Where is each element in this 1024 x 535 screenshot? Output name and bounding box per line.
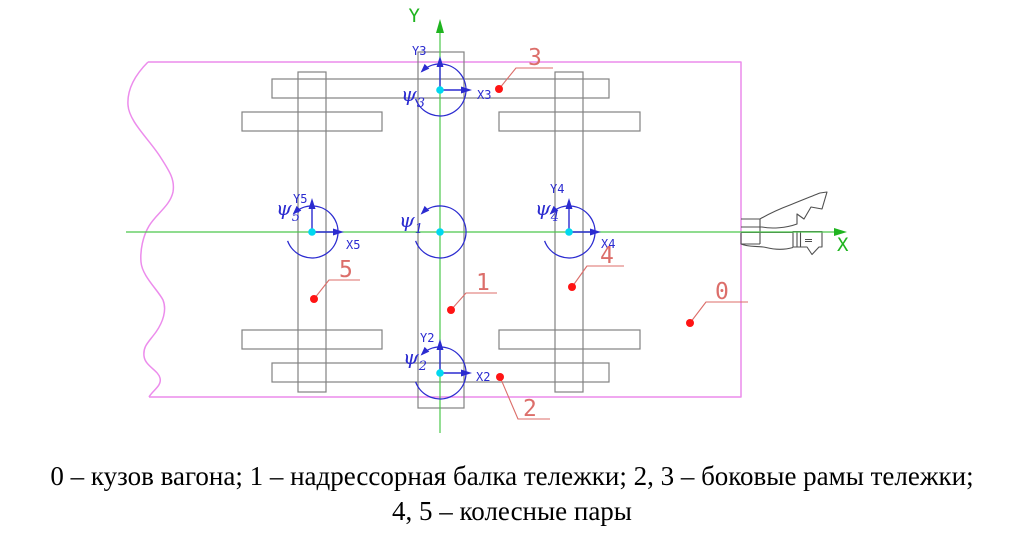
psi-5-y-label: Y5 — [293, 192, 307, 206]
psi-2-psi-label: ψ2 — [403, 345, 427, 374]
wheel-top-left — [241, 111, 383, 132]
wagon-body-outline — [148, 61, 742, 398]
psi-5-y-arrow-icon — [308, 198, 316, 209]
wheel-top-right — [498, 111, 641, 132]
part-1-leader-line — [450, 292, 497, 311]
part-3-leader-line — [498, 67, 553, 90]
wagon-body — [127, 61, 742, 398]
part-2-number: 2 — [523, 396, 537, 422]
psi-2-x-label: X2 — [476, 370, 490, 384]
coupler-horn — [741, 191, 828, 229]
psi-4-psi-label: ψ4 — [535, 196, 559, 225]
psi-5-rotation-arrow-icon — [292, 205, 302, 215]
psi-3-y-label: Y3 — [412, 44, 426, 58]
part-3-number: 3 — [528, 45, 542, 71]
psi-1-rotation-arc-icon — [414, 205, 467, 259]
psi-1-psi-label: ψ1 — [399, 208, 423, 237]
part-2-marker-dot — [496, 373, 504, 381]
psi-4-y-label: Y4 — [550, 182, 564, 196]
y-axis-label: Y — [409, 5, 421, 27]
leader-part-4: 4 — [568, 243, 624, 291]
psi-3-origin-dot — [436, 86, 444, 94]
part-3-marker-dot — [495, 85, 503, 93]
psi-3-y-arrow-icon — [436, 56, 444, 67]
psi-4-x-arrow-icon — [590, 228, 601, 236]
wheel-bottom-left — [241, 329, 383, 350]
psi-5-psi-label: ψ5 — [276, 196, 300, 225]
coupler-guard — [792, 230, 823, 256]
part-2-leader-line — [499, 376, 550, 420]
part-0-leader-line — [689, 301, 748, 324]
leader-part-1: 1 — [447, 270, 497, 314]
leader-part-3: 3 — [495, 45, 553, 93]
part-0-number: 0 — [715, 279, 729, 305]
part-5-leader-line — [313, 279, 360, 300]
part-5-marker-dot — [310, 295, 318, 303]
body-break-line — [127, 61, 175, 398]
leader-part-0: 0 — [686, 279, 748, 327]
psi-3-psi-label: ψ3 — [401, 82, 425, 111]
part-5-number: 5 — [339, 257, 353, 283]
caption-line-1: 0 – кузов вагона; 1 – надрессорная балка… — [50, 461, 974, 491]
coupler — [740, 191, 828, 256]
psi-4-y-arrow-icon — [565, 198, 573, 209]
part-0-marker-dot — [686, 319, 694, 327]
x-axis-arrow-icon — [834, 228, 847, 236]
figure-caption: 0 – кузов вагона; 1 – надрессорная балка… — [0, 459, 1024, 529]
part-4-leader-line — [571, 265, 624, 288]
coord-system-psi-3: X3 Y3 ψ3 — [401, 44, 491, 117]
psi-2-rotation-arrow-icon — [420, 346, 430, 356]
y-axis-arrow-icon — [436, 19, 444, 33]
leader-part-2: 2 — [496, 373, 550, 422]
caption-line-2: 4, 5 – колесные пары — [392, 496, 632, 526]
psi-5-origin-dot — [308, 228, 316, 236]
psi-2-y-arrow-icon — [436, 339, 444, 350]
coupler-jaw-bottom — [740, 233, 794, 250]
psi-4-x-label: X4 — [601, 237, 615, 251]
psi-2-x-arrow-icon — [461, 369, 472, 377]
psi-5-x-label: X5 — [346, 238, 360, 252]
psi-1-origin-dot — [436, 228, 444, 236]
psi-1-rotation-arrow-icon — [420, 205, 430, 215]
psi-4-rotation-arrow-icon — [549, 205, 559, 215]
part-4-marker-dot — [568, 283, 576, 291]
wheel-bottom-right — [498, 329, 641, 350]
coupler-detail-lines — [796, 231, 812, 247]
bolster-1 — [417, 51, 465, 409]
leader-part-5: 5 — [310, 257, 360, 303]
coord-system-psi-1: ψ1 — [399, 205, 467, 259]
psi-3-rotation-arrow-icon — [420, 63, 430, 73]
psi-5-x-arrow-icon — [333, 228, 344, 236]
part-1-number: 1 — [476, 270, 490, 296]
psi-3-x-arrow-icon — [461, 86, 472, 94]
part-4-number: 4 — [600, 243, 614, 269]
psi-3-x-label: X3 — [477, 88, 491, 102]
psi-4-origin-dot — [565, 228, 573, 236]
psi-2-y-label: Y2 — [420, 331, 434, 345]
part-1-marker-dot — [447, 306, 455, 314]
psi-2-origin-dot — [436, 369, 444, 377]
x-axis-label: X — [837, 234, 849, 256]
